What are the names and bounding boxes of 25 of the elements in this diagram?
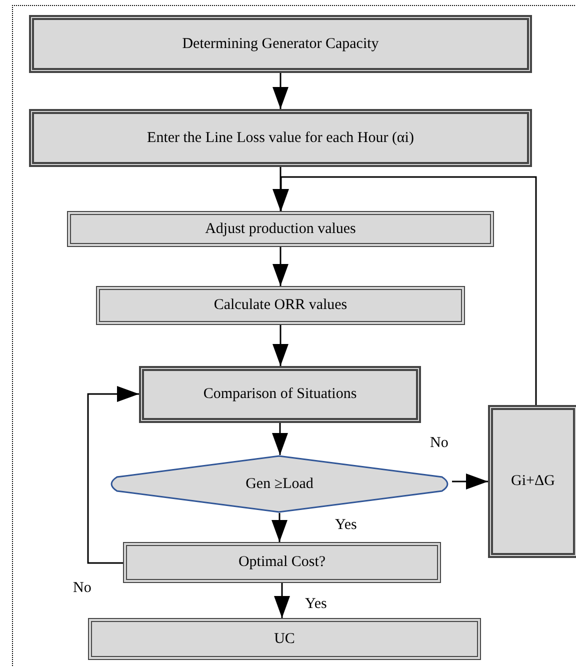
process-box [488,405,576,558]
node-label: Adjust production values [205,220,356,238]
arrow [452,474,488,490]
arrow [272,325,288,366]
node-label: Gi+ΔG [511,473,555,490]
process-box [96,286,465,325]
process-box [139,366,421,423]
arrow [272,247,288,286]
process-box [123,542,441,583]
node-label: Enter the Line Loss value for each Hour (αi) [147,130,414,146]
arrow [272,73,288,109]
node-label: Calculate ORR values [214,297,348,314]
node-label: UC [274,630,295,648]
arrow [274,583,290,618]
arrow [272,513,288,542]
arrow [87,386,139,564]
process-box [88,618,481,660]
process-box [29,109,532,167]
arrow [272,423,288,455]
node-label: Comparison of Situations [203,386,357,403]
node-label: Determining Generator Capacity [182,36,379,52]
process-box [67,211,494,247]
process-box [29,15,532,73]
node-label: Optimal Cost? [238,554,326,571]
node-label: Gen ≥Load [246,476,314,492]
